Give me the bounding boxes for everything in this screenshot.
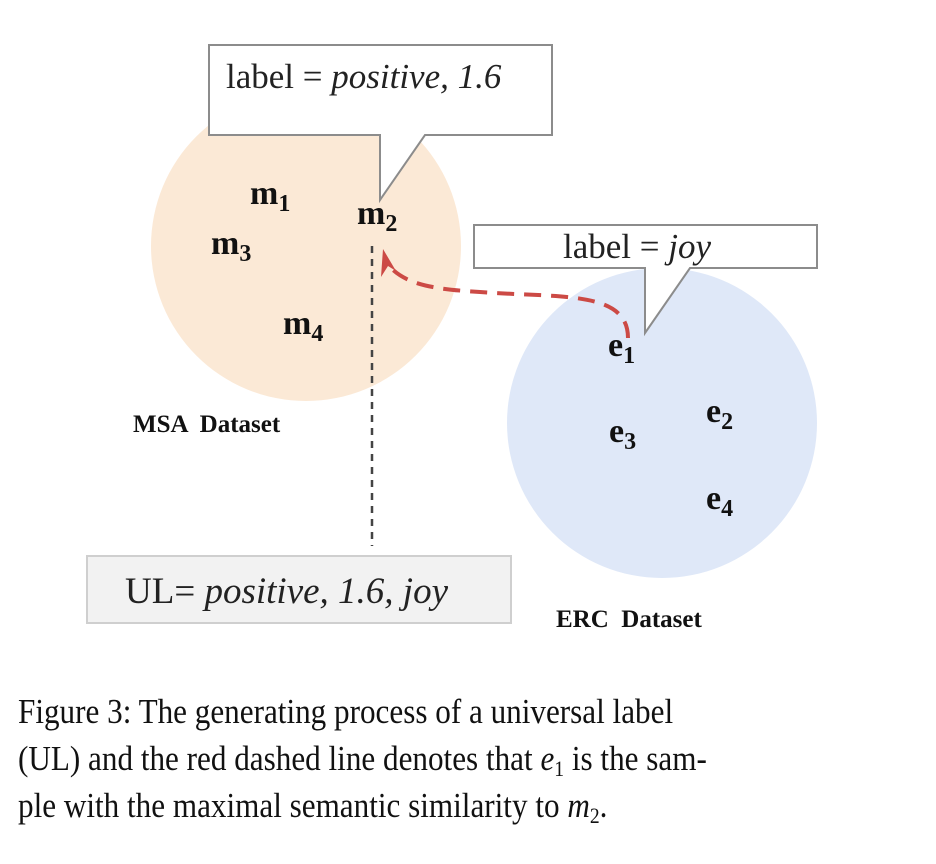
msa-dataset-title: MSA Dataset bbox=[133, 411, 281, 438]
ul-text: UL= positive, 1.6, joy bbox=[125, 571, 449, 612]
node-m3: m3 bbox=[211, 225, 251, 267]
node-e3: e3 bbox=[609, 413, 636, 455]
msa-callout-prefix: label = bbox=[226, 57, 331, 96]
caption-text: is the sam- bbox=[564, 739, 707, 778]
msa-callout-text: label = positive, 1.6 bbox=[226, 57, 502, 96]
caption-text: (UL) and the red dashed line denotes tha… bbox=[18, 739, 541, 778]
erc-callout-prefix: label = bbox=[563, 227, 668, 266]
similarity-arrow-line bbox=[386, 263, 630, 339]
node-e2: e2 bbox=[706, 393, 733, 435]
erc-dataset-title: ERC Dataset bbox=[556, 606, 702, 633]
node-m1: m1 bbox=[250, 175, 290, 217]
caption-math-e1: e1 bbox=[540, 739, 565, 781]
erc-label-callout: label = joy bbox=[473, 224, 818, 337]
caption-text: . bbox=[599, 786, 608, 825]
caption-math-m2: m2 bbox=[567, 786, 600, 828]
similarity-arrowhead-icon bbox=[381, 249, 396, 277]
ul-prefix: UL= bbox=[125, 571, 204, 612]
msa-label-callout: label = positive, 1.6 bbox=[208, 44, 553, 204]
node-e1: e1 bbox=[608, 327, 635, 369]
msa-callout-value: positive, 1.6 bbox=[328, 57, 502, 96]
node-m2: m2 bbox=[357, 195, 397, 237]
caption-line-2: (UL) and the red dashed line denotes tha… bbox=[18, 735, 917, 782]
node-e4: e4 bbox=[706, 480, 733, 522]
caption-line-3: ple with the maximal semantic similarity… bbox=[18, 782, 917, 829]
ul-box-rect bbox=[86, 555, 512, 624]
erc-dataset-circle bbox=[507, 268, 817, 578]
erc-callout-value: joy bbox=[664, 227, 711, 266]
erc-callout-text: label = joy bbox=[563, 227, 711, 266]
diagram: label = positive, 1.6 label = joy m1 m2 … bbox=[86, 44, 818, 633]
caption-text: ple with the maximal semantic similarity… bbox=[18, 786, 568, 825]
universal-label-box: UL= positive, 1.6, joy bbox=[86, 555, 512, 624]
caption-line-1: Figure 3: The generating process of a un… bbox=[18, 692, 674, 731]
ul-value: positive, 1.6, joy bbox=[201, 571, 448, 612]
msa-callout-shape bbox=[208, 44, 553, 204]
erc-callout-shape bbox=[473, 224, 818, 337]
node-m4: m4 bbox=[283, 305, 323, 347]
figure-caption: Figure 3: The generating process of a un… bbox=[18, 688, 917, 829]
